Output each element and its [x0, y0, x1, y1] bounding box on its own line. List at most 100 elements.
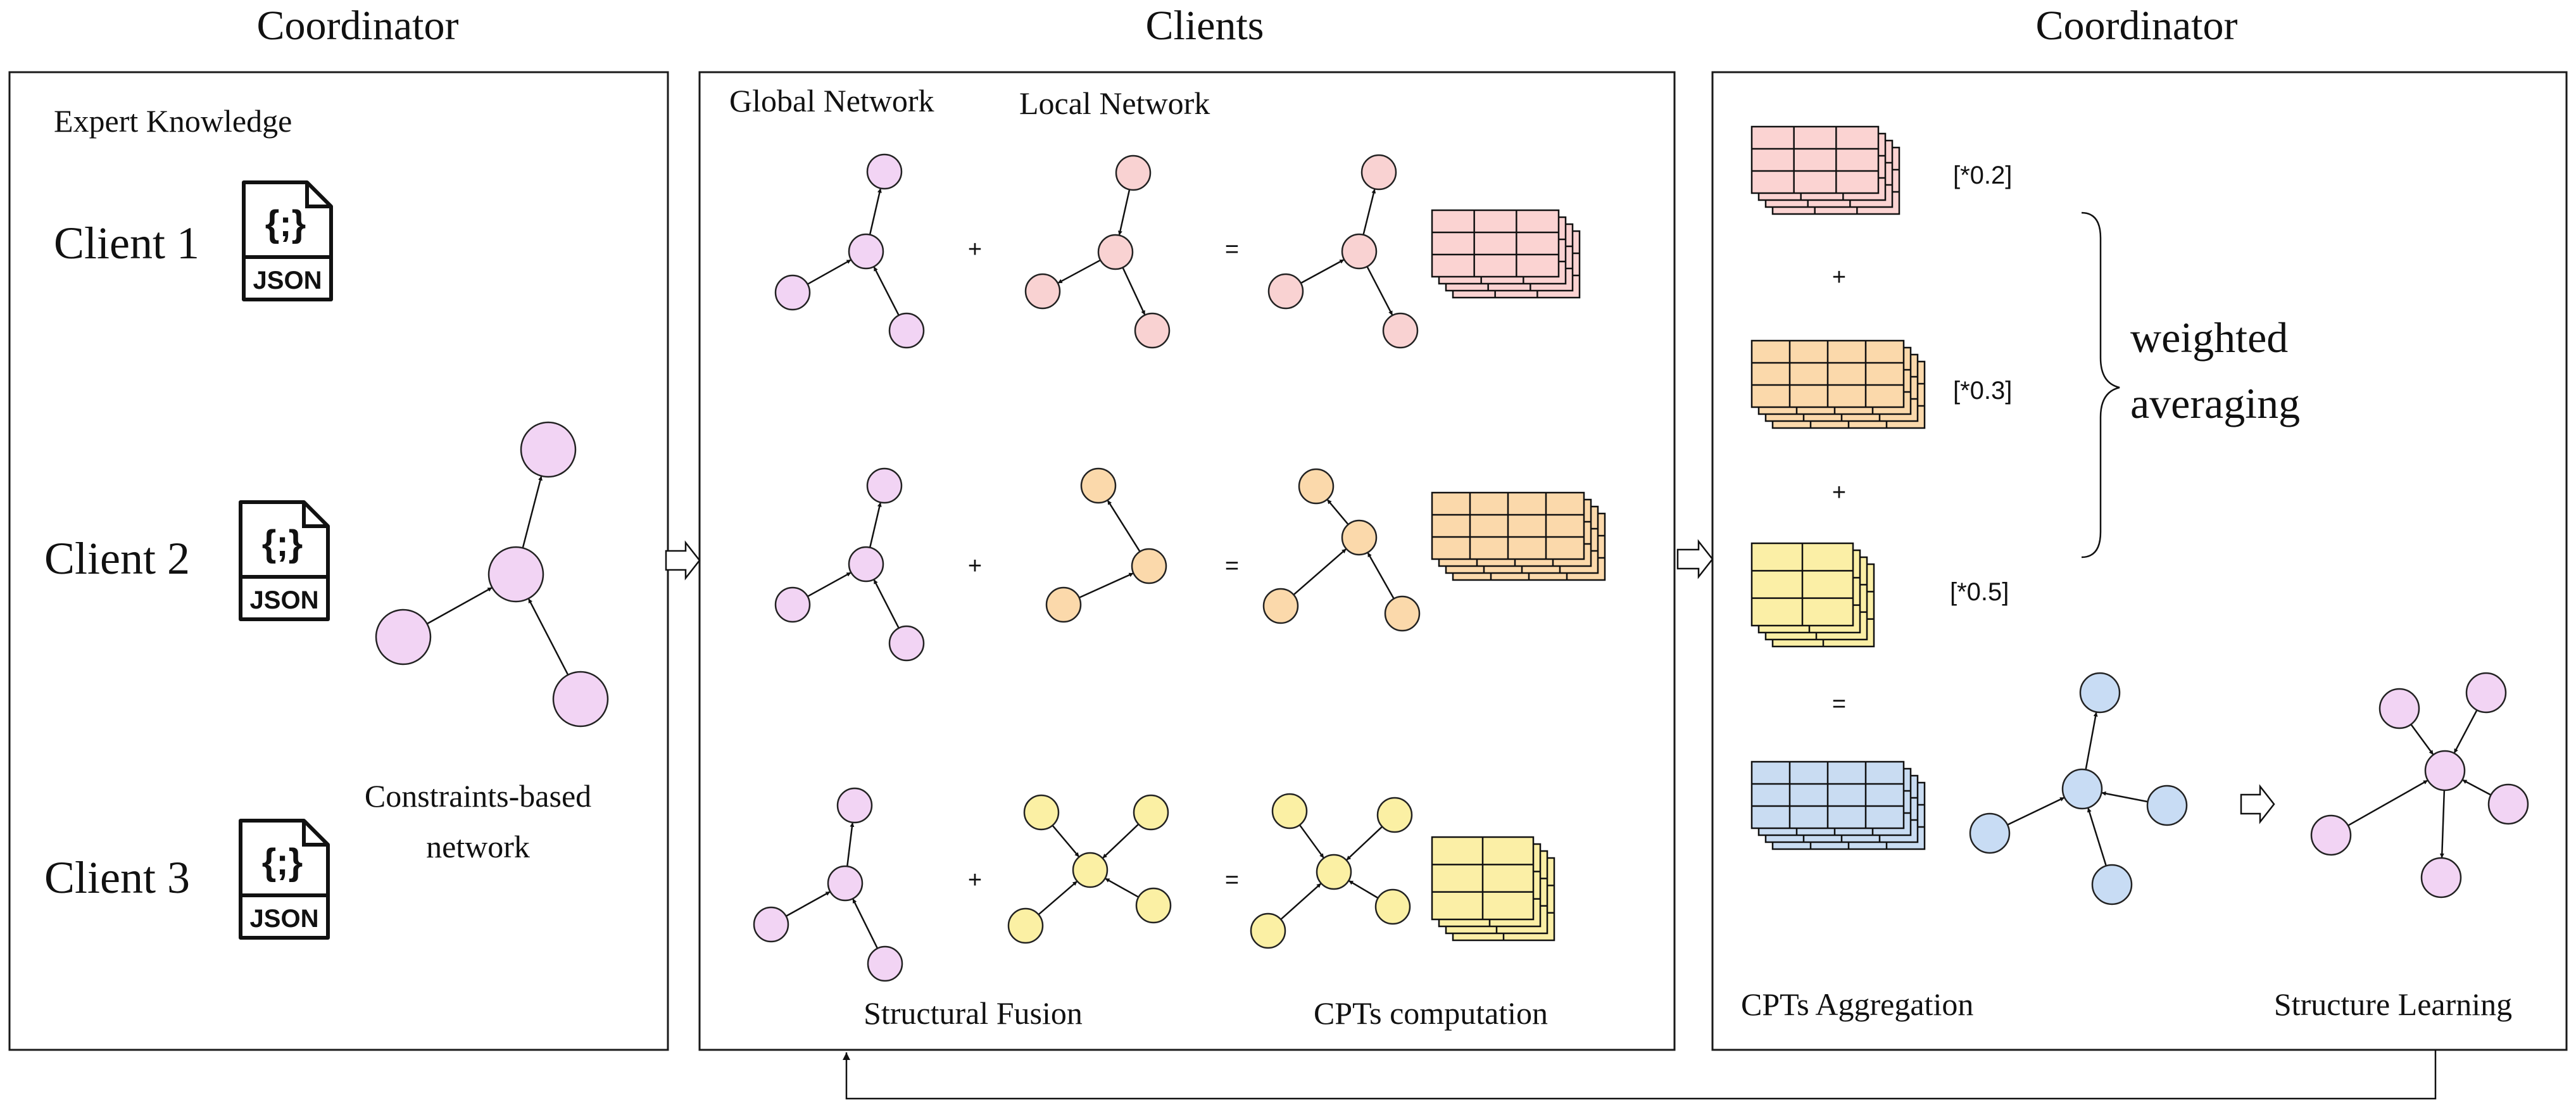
- cpt-stack-row2: [1431, 491, 1606, 581]
- graph-node: [1376, 797, 1413, 833]
- graph-node: [1374, 888, 1411, 925]
- structure-learning-label: Structure Learning: [2274, 987, 2512, 1022]
- graph-node: [1384, 595, 1421, 632]
- graph-node: [888, 625, 925, 662]
- flow-arrow-to-structure-learning: [2240, 784, 2275, 824]
- graph-edge: [2085, 712, 2098, 770]
- graph-node: [1341, 233, 1378, 270]
- structural-fusion-label: Structural Fusion: [864, 995, 1083, 1031]
- equals-sign-row2: =: [1225, 553, 1239, 579]
- graph-edge: [1345, 826, 1383, 861]
- global-network-row2: [774, 467, 925, 662]
- graph-node: [375, 609, 432, 665]
- client-1-label: Client 1: [54, 218, 199, 268]
- graph-node: [2061, 768, 2103, 810]
- cpts-aggregation-label: CPTs Aggregation: [1741, 987, 1973, 1022]
- graph-edge: [1107, 500, 1141, 552]
- weighted-averaging-brace: [2081, 211, 2120, 558]
- graph-node: [487, 546, 544, 603]
- graph-node: [774, 274, 811, 311]
- graph-edge: [2410, 724, 2434, 755]
- graph-edge: [869, 502, 882, 548]
- graph-node: [2091, 864, 2133, 905]
- graph-node: [552, 671, 609, 728]
- plus-sign-right-1: +: [1832, 264, 1846, 291]
- json-label: JSON: [250, 586, 319, 614]
- graph-edge: [846, 822, 855, 867]
- graph-node: [774, 586, 811, 623]
- constraints-caption-line1: Constraints-based: [365, 778, 591, 814]
- graph-node: [888, 312, 925, 349]
- plus-sign-right-2: +: [1832, 479, 1846, 506]
- fused-network-row1: [1267, 154, 1419, 349]
- graph-node: [1133, 794, 1169, 831]
- graph-node: [2487, 783, 2529, 825]
- graph-node: [2378, 688, 2420, 729]
- graph-edge: [1293, 548, 1347, 596]
- graph-edge: [1348, 880, 1379, 899]
- graph-edge: [1326, 498, 1349, 526]
- graph-node: [753, 906, 789, 943]
- graph-node: [1271, 793, 1308, 829]
- weight-label-1: [*0.2]: [1953, 161, 2012, 189]
- global-network-row3: [753, 787, 903, 982]
- json-braces-glyph: {;}: [265, 203, 306, 244]
- graph-node: [2146, 785, 2188, 826]
- graph-node: [1045, 586, 1082, 623]
- json-label: JSON: [250, 905, 319, 933]
- graph-node: [1341, 519, 1378, 556]
- graph-edge: [1280, 883, 1322, 920]
- graph-node: [2420, 857, 2462, 899]
- flow-arrow-clients-to-right: [1676, 539, 1714, 579]
- weight-label-3: [*0.5]: [1950, 578, 2009, 606]
- graph-edge: [1300, 258, 1345, 284]
- plus-sign-row2: +: [968, 553, 982, 579]
- aggregated-network: [1969, 672, 2188, 905]
- graph-node: [1072, 852, 1109, 888]
- aggregated-cpt-stack: [1750, 760, 1926, 850]
- right-coordinator-panel: [1711, 71, 2568, 1051]
- graph-edge: [1057, 259, 1101, 284]
- graph-edge: [1052, 824, 1080, 858]
- graph-node: [848, 233, 884, 270]
- plus-sign-row3: +: [968, 867, 982, 893]
- graph-edge: [785, 891, 831, 917]
- graph-node: [867, 945, 903, 982]
- cpts-computation-label: CPTs computation: [1314, 995, 1548, 1031]
- fused-network-row2: [1262, 468, 1421, 632]
- plus-sign-row1: +: [968, 236, 982, 263]
- weighted-cpt-stack-2: [1750, 339, 1926, 429]
- graph-node: [866, 467, 903, 504]
- graph-edge: [1079, 572, 1134, 599]
- cpt-table: [1750, 339, 1905, 408]
- local-network-row3: [1007, 794, 1172, 944]
- fused-network-row3: [1250, 793, 1413, 949]
- graph-node: [1007, 907, 1044, 944]
- graph-node: [1262, 588, 1299, 624]
- equals-sign-row3: =: [1225, 867, 1239, 893]
- graph-edge: [1366, 266, 1393, 316]
- graph-node: [1267, 273, 1304, 310]
- graph-edge: [807, 259, 852, 285]
- graph-edge: [873, 266, 900, 316]
- global-network-row1: [774, 153, 925, 349]
- graph-node: [2079, 672, 2121, 714]
- graph-edge: [1298, 824, 1325, 859]
- json-braces-glyph: {;}: [262, 523, 303, 564]
- graph-node: [1024, 273, 1061, 310]
- graph-edge: [2461, 779, 2492, 796]
- graph-edge: [2347, 779, 2428, 826]
- graph-edge: [1102, 823, 1140, 859]
- json-braces-glyph: {;}: [262, 842, 303, 883]
- cpt-table: [1750, 542, 1854, 627]
- header-left-coordinator: Coordinator: [257, 3, 459, 49]
- graph-node: [2310, 814, 2352, 856]
- graph-edge: [2101, 791, 2148, 803]
- equals-sign-row1: =: [1225, 236, 1239, 263]
- client-3-label: Client 3: [44, 852, 190, 903]
- graph-node: [1134, 312, 1171, 349]
- graph-node: [866, 153, 903, 190]
- graph-edge: [2007, 797, 2065, 826]
- graph-edge: [2453, 709, 2478, 754]
- graph-node: [1298, 468, 1335, 505]
